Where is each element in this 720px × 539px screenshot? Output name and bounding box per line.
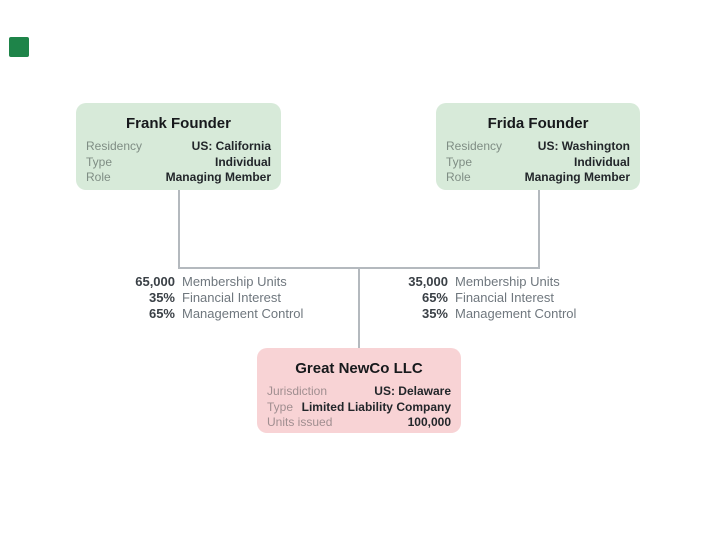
field-value: Limited Liability Company	[301, 399, 451, 414]
connector-frank-vertical	[178, 190, 180, 268]
ownership-stats-frida: 35,000 Membership Units 65% Financial In…	[368, 274, 576, 322]
entity-title: Great NewCo LLC	[295, 360, 423, 377]
stat-unit: Financial Interest	[455, 290, 554, 305]
entity-fields: Residency US: California Type Individual…	[76, 139, 281, 186]
entity-field-row: Role Managing Member	[446, 170, 630, 186]
stat-amount: 65%	[421, 290, 448, 305]
stat-amount: 65%	[148, 306, 175, 321]
stat-amount: 35,000	[408, 274, 448, 289]
stat-unit: Management Control	[182, 306, 304, 321]
entity-card-great-newco-llc: Great NewCo LLC Jurisdiction US: Delawar…	[257, 348, 461, 433]
field-value: Individual	[214, 154, 271, 169]
field-value: Individual	[573, 154, 630, 169]
field-value: US: Washington	[537, 139, 630, 153]
connector-horizontal	[178, 267, 540, 269]
field-label: Type	[86, 154, 113, 169]
entity-field-row: Residency US: Washington	[446, 139, 630, 155]
field-value: US: California	[191, 139, 271, 153]
ownership-stats-frank: 65,000 Membership Units 35% Financial In…	[95, 274, 303, 322]
field-value: 100,000	[407, 415, 451, 429]
entity-title: Frank Founder	[125, 115, 231, 132]
connector-frida-vertical	[538, 190, 540, 268]
entity-field-row: Type Limited Liability Company	[267, 400, 451, 416]
field-label: Residency	[446, 139, 503, 153]
entity-card-frank-founder: Frank Founder Residency US: California T…	[76, 103, 281, 190]
stat-unit: Financial Interest	[182, 290, 281, 305]
entity-field-row: Residency US: California	[86, 139, 271, 155]
field-value: Managing Member	[165, 170, 271, 184]
field-label: Units issued	[267, 415, 333, 429]
field-label: Jurisdiction	[267, 384, 328, 398]
stat-amount: 35%	[421, 306, 448, 321]
stat-amount: 35%	[148, 290, 175, 305]
entity-field-row: Units issued 100,000	[267, 415, 451, 431]
stat-amount: 65,000	[135, 274, 175, 289]
stat-unit: Membership Units	[182, 274, 287, 289]
field-label: Type	[267, 399, 294, 414]
entity-field-row: Role Managing Member	[86, 170, 271, 186]
field-value: US: Delaware	[374, 384, 451, 398]
field-label: Role	[446, 170, 471, 184]
stat-unit: Membership Units	[455, 274, 560, 289]
entity-field-row: Type Individual	[446, 155, 630, 171]
field-value: Managing Member	[524, 170, 630, 184]
entity-field-row: Jurisdiction US: Delaware	[267, 384, 451, 400]
green-square-mark-icon	[9, 37, 29, 57]
connector-middle-vertical	[358, 268, 360, 348]
entity-fields: Jurisdiction US: Delaware Type Limited L…	[257, 384, 461, 431]
stat-unit: Management Control	[455, 306, 577, 321]
entity-card-frida-founder: Frida Founder Residency US: Washington T…	[436, 103, 640, 190]
field-label: Role	[86, 170, 111, 184]
field-label: Type	[446, 154, 473, 169]
field-label: Residency	[86, 139, 143, 153]
entity-fields: Residency US: Washington Type Individual…	[436, 139, 640, 186]
entity-field-row: Type Individual	[86, 155, 271, 171]
entity-title: Frida Founder	[487, 115, 589, 132]
